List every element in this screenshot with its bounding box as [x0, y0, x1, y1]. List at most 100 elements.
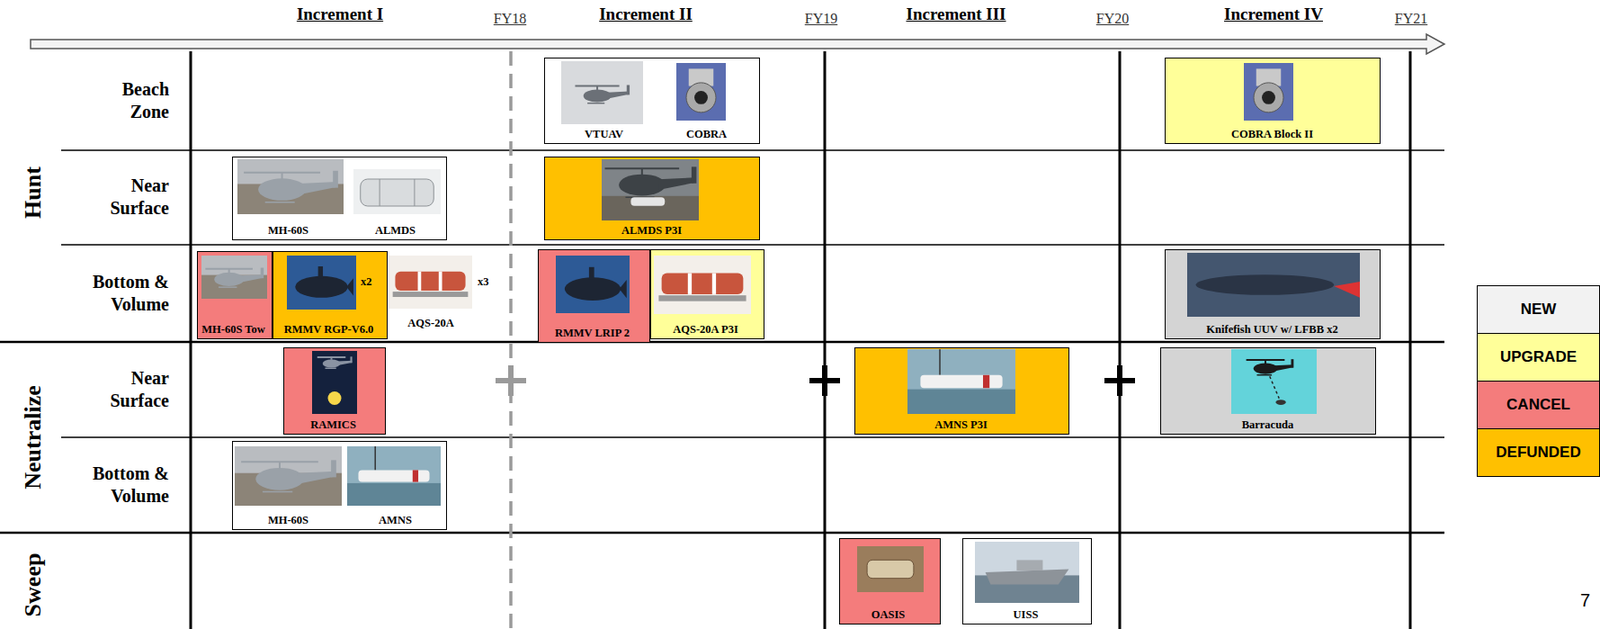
photo: [347, 446, 441, 506]
fiscal-year: FY18: [493, 9, 527, 27]
photo-shape: [587, 101, 605, 104]
system-box: RMMV LRIP 2: [537, 249, 651, 343]
phase-label: Sweep: [20, 553, 47, 617]
legend-swatch: NEW: [1476, 285, 1600, 334]
photo-shape: [393, 291, 469, 297]
system-name: MH-60S: [235, 223, 342, 237]
photo-shape: [357, 469, 430, 482]
increment-dividers: [190, 51, 1411, 629]
zone-label: Bottom & Volume: [83, 270, 170, 316]
photo-shape: [658, 177, 696, 190]
photo-shape: [563, 277, 620, 301]
zone-label: Beach Zone: [83, 78, 170, 124]
divider-line: [1409, 51, 1413, 629]
legend-text: NEW: [1520, 300, 1557, 319]
photo-shape: [1231, 348, 1317, 414]
photo: [857, 545, 924, 592]
plus-symbol: [1104, 365, 1136, 396]
photo-shape: [346, 277, 354, 295]
caption-box: MH-60S Tow: [198, 322, 269, 336]
fiscal-year: FY19: [804, 9, 838, 27]
photo-shape: [217, 286, 236, 288]
photo-shape: [640, 168, 643, 175]
caption-box: COBRA: [666, 127, 748, 141]
photo-shape: [1195, 274, 1334, 295]
photo: [907, 348, 1016, 414]
photo-shape: [561, 61, 644, 125]
photo-shape: [353, 169, 441, 215]
photo-shape: [418, 271, 422, 291]
caption-box: RMMV RGP-V6.0: [274, 322, 385, 336]
caption-box: ALMDS: [350, 223, 441, 237]
photo-shape: [1245, 358, 1285, 361]
photo-shape: [625, 84, 629, 95]
caption-box: AQS-20A P3I: [651, 322, 760, 336]
photo-shape: [258, 178, 306, 201]
system-name: COBRA Block II: [1169, 127, 1377, 141]
system-name: RMMV RGP-V6.0: [274, 322, 385, 336]
system-box: MH-60S ALMDS: [232, 156, 447, 241]
photo-shape: [337, 359, 352, 365]
system-name: MH-60S: [235, 513, 342, 527]
photo-shape: [259, 267, 264, 278]
system-name: Barracuda: [1164, 418, 1372, 431]
zone-label: Near Surface: [83, 366, 170, 412]
system-name: COBRA: [666, 127, 748, 141]
photo-shape: [277, 461, 280, 469]
section-line: [0, 340, 1445, 344]
photo: [1187, 252, 1360, 317]
photo-shape: [676, 62, 726, 121]
photo-shape: [379, 178, 415, 206]
row-line: [61, 149, 1445, 152]
photo-shape: [1275, 399, 1286, 405]
photo-shape: [324, 366, 336, 369]
photo: [312, 350, 358, 414]
photo-shape: [606, 90, 629, 99]
photo: [388, 255, 473, 309]
photo-shape: [205, 267, 253, 269]
photo: [201, 255, 268, 299]
system-box: MH-60S Tow: [196, 250, 273, 340]
photo-shape: [234, 446, 342, 506]
photo-shape: [694, 89, 708, 104]
photo-shape: [1252, 362, 1278, 374]
system-name: ALMDS P3I: [548, 223, 756, 237]
system-name: MH-60S Tow: [198, 322, 269, 336]
increment-header: Increment III: [905, 4, 1006, 26]
photo-shape: [604, 167, 680, 170]
row-line: [61, 243, 1445, 246]
photo-shape: [661, 272, 743, 294]
photo-shape: [239, 274, 263, 283]
photo-shape: [321, 358, 340, 367]
photo-shape: [294, 275, 349, 297]
fiscal-year: FY21: [1394, 9, 1428, 27]
photo: [237, 159, 344, 215]
legend-text: UPGRADE: [1500, 348, 1577, 367]
photo: [974, 541, 1080, 603]
row-lines: [61, 150, 1445, 438]
legend-text: CANCEL: [1506, 395, 1571, 414]
photo-shape: [686, 81, 716, 112]
caption-box: ALMDS P3I: [548, 223, 756, 237]
plus-symbol: [809, 365, 841, 396]
quantity-label: x2: [360, 275, 373, 289]
photo-shape: [237, 159, 344, 215]
dashed-divider: [509, 51, 513, 629]
photo-shape: [359, 178, 433, 206]
photo-shape: [658, 294, 746, 302]
photo-shape: [711, 272, 716, 294]
photo-shape: [332, 169, 339, 188]
photo-shape: [241, 460, 319, 463]
photo-shape: [312, 350, 358, 414]
photo-shape: [1256, 373, 1272, 376]
photo-shape: [394, 271, 465, 291]
photo-shape: [618, 173, 665, 196]
photo: [601, 159, 699, 221]
photo-shape: [296, 470, 336, 483]
photo-shape: [298, 181, 337, 195]
photo-shape: [280, 171, 283, 179]
photo-shape: [243, 170, 321, 173]
photo-shape: [867, 559, 914, 578]
phase-label: Hunt: [20, 166, 47, 219]
divider-line: [189, 51, 193, 629]
